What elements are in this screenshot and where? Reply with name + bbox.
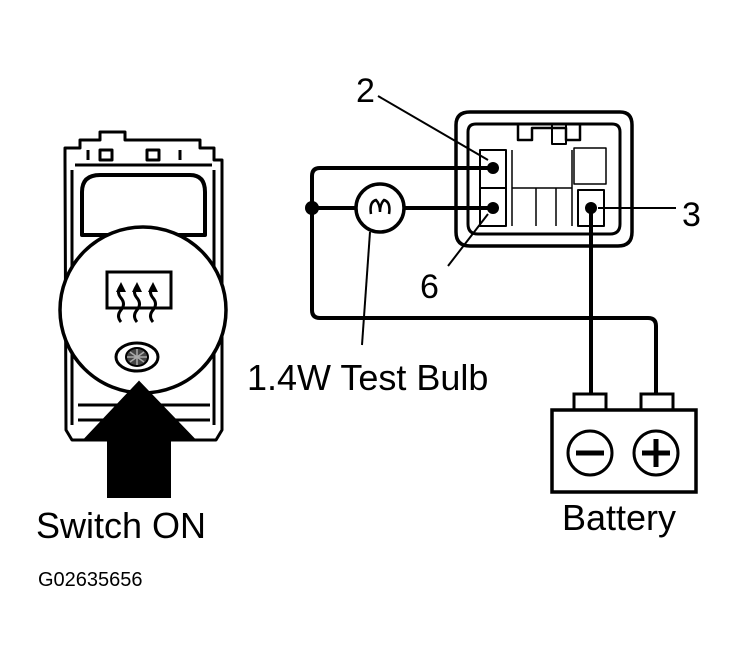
leader-lines [361, 95, 676, 346]
indicator-lamp-icon [114, 341, 160, 373]
minus-icon [566, 429, 614, 477]
wiring [310, 166, 658, 397]
plus-icon [632, 429, 680, 477]
wire-junction [305, 201, 319, 215]
pin-2-label: 2 [356, 72, 375, 110]
switch-assembly [58, 130, 228, 442]
connector [454, 110, 634, 248]
test-bulb-label: 1.4W Test Bulb [247, 357, 488, 398]
rear-defogger-icon [105, 270, 173, 323]
pin-3-label: 3 [682, 196, 701, 234]
figure-code: G02635656 [38, 569, 143, 591]
pin-6-label: 6 [420, 268, 439, 306]
switch-on-label: Switch ON [36, 505, 206, 546]
press-arrow-icon [83, 380, 196, 498]
battery-label: Battery [562, 497, 676, 538]
test-bulb [354, 182, 406, 234]
